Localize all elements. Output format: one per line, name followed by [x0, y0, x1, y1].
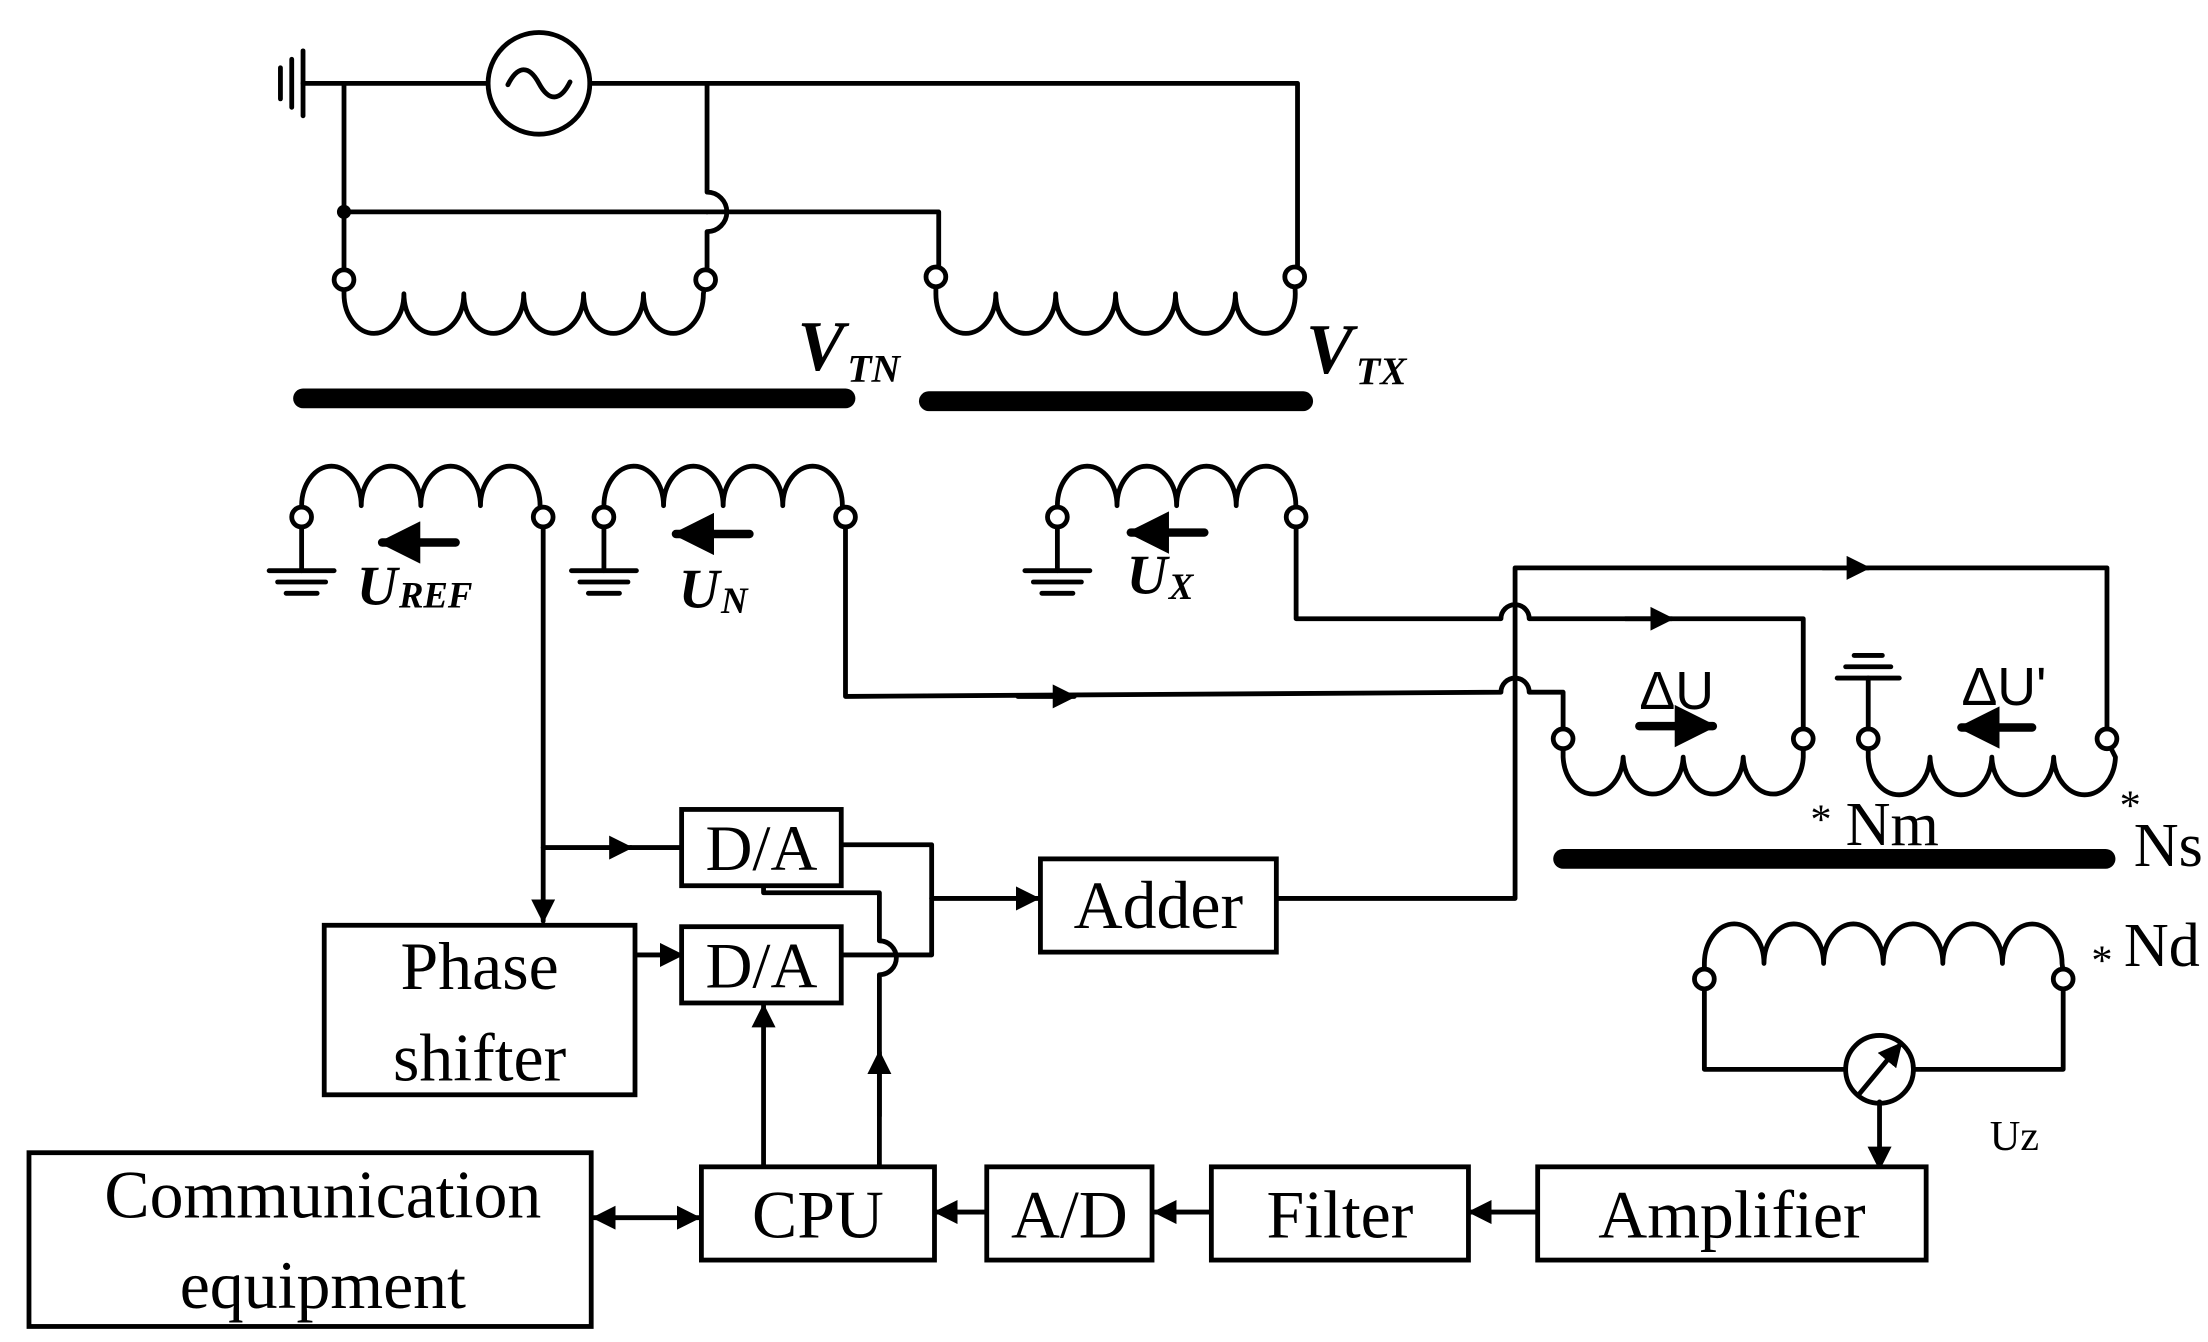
- voltmeter-icon: [1843, 1033, 1916, 1106]
- cpu-block: CPU: [698, 1164, 937, 1263]
- ground-icon: [1022, 524, 1093, 596]
- phase-shifter-block: Phase shifter: [321, 922, 638, 1098]
- filter-label: Filter: [1266, 1177, 1413, 1252]
- ac-source-icon: [485, 30, 593, 137]
- label-delta-u-prime: ΔU': [1961, 657, 2046, 717]
- label-ux: UX: [1127, 544, 1195, 607]
- phase-shifter-label-2: shifter: [393, 1021, 566, 1096]
- ad-label: A/D: [1011, 1177, 1128, 1252]
- winding-nd: [1701, 921, 2066, 975]
- ground-icon: [278, 48, 306, 119]
- winding-ux: [1054, 463, 1299, 520]
- label-nm: Nm: [1846, 791, 1939, 859]
- communication-label-1: Communication: [104, 1158, 541, 1233]
- ground-icon: [266, 524, 337, 596]
- phase-shifter-label-1: Phase: [401, 929, 559, 1004]
- adder-label: Adder: [1074, 868, 1243, 943]
- amplifier-label: Amplifier: [1598, 1177, 1865, 1252]
- detection-winding: * Nd Uz: [1692, 912, 2200, 1160]
- communication-label-2: equipment: [180, 1248, 466, 1323]
- cpu-label: CPU: [752, 1177, 884, 1252]
- winding-vtx: [933, 274, 1298, 336]
- star-nd: *: [2091, 938, 2112, 985]
- label-ns: Ns: [2134, 812, 2203, 880]
- label-un: UN: [679, 558, 749, 621]
- winding-delta-u: [1560, 737, 1806, 797]
- winding-un: [601, 463, 846, 520]
- communication-block: Communication equipment: [26, 1150, 594, 1329]
- label-nd: Nd: [2124, 912, 2200, 980]
- winding-vtn: [341, 277, 709, 336]
- winding-delta-u-prime: [1865, 737, 2118, 798]
- signal-wires: [531, 524, 2110, 1230]
- filter-block: Filter: [1208, 1164, 1471, 1263]
- ground-icon: [1834, 653, 1902, 732]
- amplifier-block: Amplifier: [1535, 1164, 1929, 1263]
- da-top-block: D/A: [679, 807, 844, 889]
- label-uref: UREF: [357, 556, 473, 618]
- ground-icon: [569, 524, 639, 596]
- da-top-label: D/A: [705, 813, 817, 885]
- secondary-windings: UREF UN UX: [266, 463, 1309, 621]
- compensation-windings: ΔU ΔU' * Nm * Ns: [1550, 653, 2203, 880]
- adder-block: Adder: [1038, 856, 1279, 955]
- da-bottom-label: D/A: [705, 930, 817, 1002]
- winding-uref: [299, 463, 543, 520]
- star-ns: *: [2120, 782, 2141, 829]
- star-nm: *: [1810, 796, 1831, 843]
- label-uz: Uz: [1990, 1113, 2039, 1160]
- da-bottom-block: D/A: [679, 924, 844, 1006]
- ad-block: A/D: [984, 1164, 1155, 1263]
- label-delta-u: ΔU: [1639, 661, 1714, 721]
